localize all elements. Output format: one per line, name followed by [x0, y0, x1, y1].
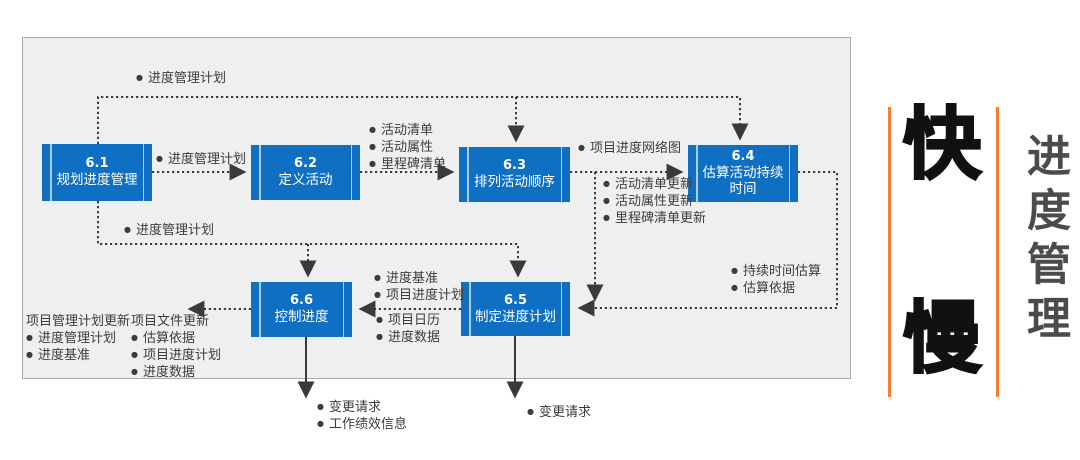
label-change-requests-65: 变更请求 — [527, 404, 591, 421]
label-project-doc-updates-item: 进度数据 — [131, 364, 221, 381]
process-name: 控制进度 — [274, 309, 329, 326]
process-number: 6.4 — [731, 149, 755, 165]
label-baseline-schedule-item: 项目进度计划 — [374, 287, 464, 304]
label-updates-from-63-item: 活动属性更新 — [603, 193, 706, 210]
label-schedule-plan-bottom: 进度管理计划 — [124, 222, 214, 239]
accent-line-right — [996, 107, 999, 397]
label-network-diagram-item: 项目进度网络图 — [578, 140, 681, 157]
process-number: 6.1 — [85, 156, 109, 172]
label-pm-plan-updates-header: 项目管理计划更新 — [26, 314, 131, 329]
label-activity-list-outputs-item: 里程碑清单 — [369, 156, 446, 173]
label-duration-estimates-item: 持续时间估算 — [731, 263, 821, 280]
label-schedule-plan-top-item: 进度管理计划 — [136, 70, 226, 87]
slow-label: 慢 — [902, 294, 983, 384]
label-schedule-plan-61-62-item: 进度管理计划 — [156, 151, 246, 168]
label-project-doc-updates-item: 估算依据 — [131, 330, 221, 347]
process-name: 估算活动持续时间 — [702, 164, 784, 198]
vertical-title: 进度管理 — [1019, 133, 1070, 349]
label-pm-plan-updates-item: 进度管理计划 — [26, 330, 130, 347]
label-activity-list-outputs: 活动清单活动属性里程碑清单 — [369, 122, 446, 173]
process-name: 规划进度管理 — [56, 172, 138, 189]
label-project-doc-updates: 项目文件更新估算依据项目进度计划进度数据 — [131, 314, 221, 381]
label-change-requests-66-item: 工作绩效信息 — [317, 416, 407, 433]
label-calendar-data: 项目日历进度数据 — [376, 312, 440, 346]
process-name: 定义活动 — [278, 172, 333, 189]
label-project-doc-updates-item: 项目进度计划 — [131, 347, 221, 364]
process-number: 6.3 — [502, 158, 527, 174]
label-calendar-data-item: 进度数据 — [376, 329, 440, 346]
label-updates-from-63: 活动清单更新活动属性更新里程碑清单更新 — [603, 176, 706, 227]
label-activity-list-outputs-item: 活动属性 — [369, 139, 446, 156]
label-project-doc-updates-header: 项目文件更新 — [131, 314, 210, 329]
label-schedule-plan-bottom-item: 进度管理计划 — [124, 222, 214, 239]
process-number: 6.2 — [293, 156, 318, 172]
label-schedule-plan-61-62: 进度管理计划 — [156, 151, 246, 168]
label-updates-from-63-item: 活动清单更新 — [603, 176, 706, 193]
process-name: 制定进度计划 — [475, 308, 556, 325]
process-name: 排列活动顺序 — [474, 174, 555, 191]
label-schedule-plan-top: 进度管理计划 — [136, 70, 226, 87]
label-network-diagram: 项目进度网络图 — [578, 140, 681, 157]
label-baseline-schedule-item: 进度基准 — [374, 270, 464, 287]
process-number: 6.6 — [289, 293, 314, 309]
fast-label: 快 — [902, 100, 983, 190]
accent-line-left — [888, 107, 891, 397]
label-change-requests-66: 变更请求工作绩效信息 — [317, 399, 407, 433]
label-updates-from-63-item: 里程碑清单更新 — [603, 210, 706, 227]
label-change-requests-65-item: 变更请求 — [527, 404, 591, 421]
label-pm-plan-updates: 项目管理计划更新进度管理计划进度基准 — [26, 314, 130, 364]
label-baseline-schedule: 进度基准项目进度计划 — [374, 270, 464, 304]
label-calendar-data-item: 项目日历 — [376, 312, 440, 329]
label-activity-list-outputs-item: 活动清单 — [369, 122, 446, 139]
label-pm-plan-updates-item: 进度基准 — [26, 347, 130, 364]
process-number: 6.5 — [503, 292, 528, 308]
label-change-requests-66-item: 变更请求 — [317, 399, 407, 416]
label-duration-estimates-item: 估算依据 — [731, 280, 821, 297]
label-duration-estimates: 持续时间估算估算依据 — [731, 263, 821, 297]
